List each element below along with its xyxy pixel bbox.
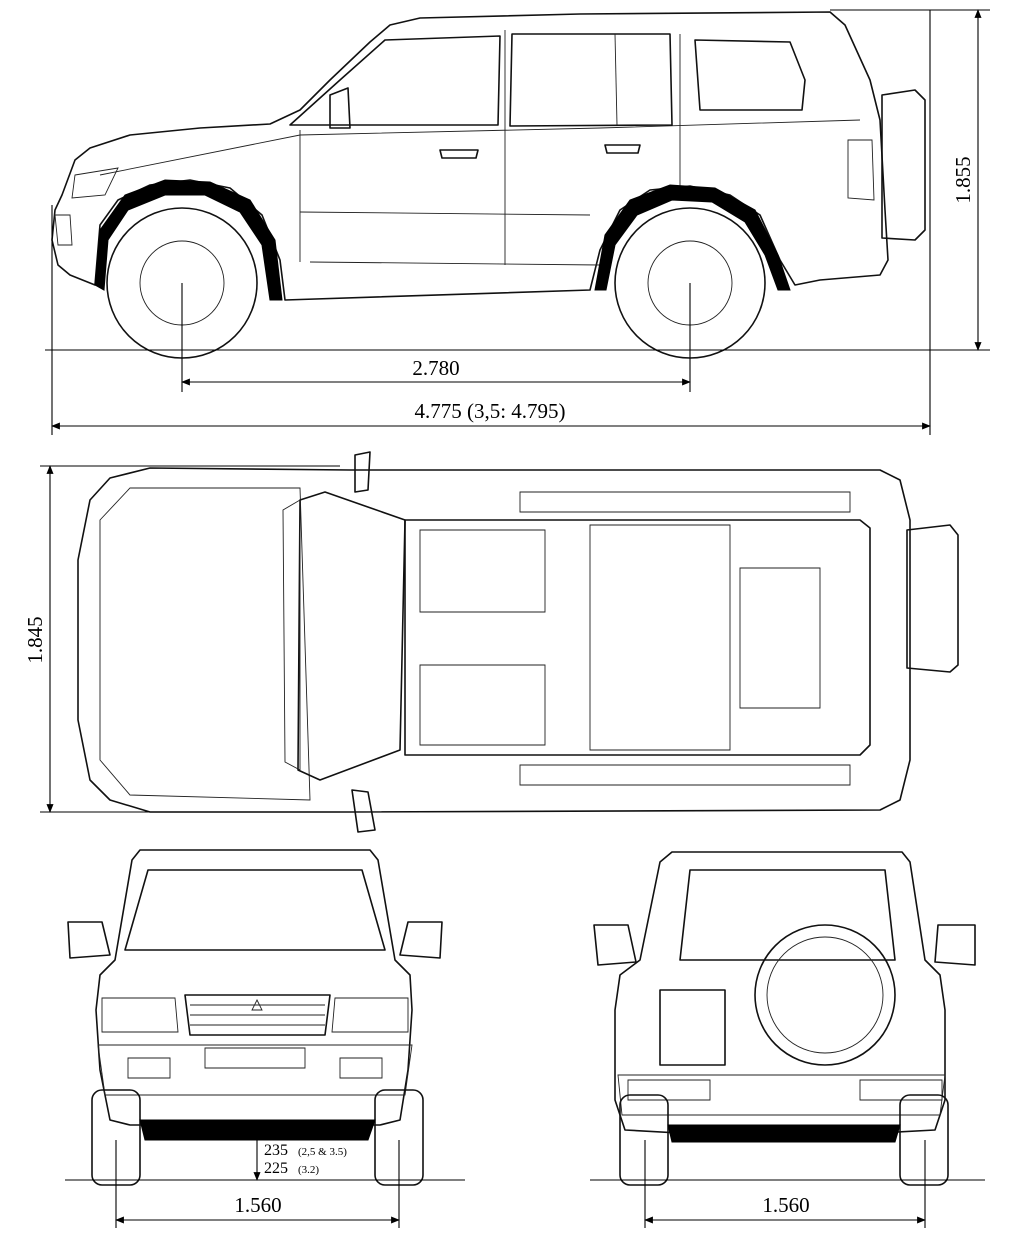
side-view: 1.855 2.780 4.775 (3,5: 4.795) xyxy=(45,9,990,435)
top-roof-rail-lower xyxy=(519,764,851,786)
side-rear-arch xyxy=(594,184,791,291)
front-mirror-left xyxy=(67,921,111,959)
rear-spare-rim xyxy=(766,936,884,1054)
front-headlight-left xyxy=(101,997,179,1033)
rear-window xyxy=(679,869,896,961)
side-mid-window xyxy=(509,33,673,127)
wheelbase-label: 2.780 xyxy=(412,356,459,380)
side-rear-window xyxy=(694,39,806,111)
side-beltline xyxy=(99,119,861,176)
front-emblem xyxy=(251,998,263,1011)
side-headlight xyxy=(71,167,119,199)
side-taillight xyxy=(847,139,875,201)
top-windshield xyxy=(297,491,406,781)
front-track-label: 1.560 xyxy=(234,1193,281,1217)
front-view: 235 (2,5 & 3.5) 225 (3.2) 1.560 xyxy=(65,849,465,1228)
side-body-outline xyxy=(51,11,889,301)
side-lower-line xyxy=(309,261,601,266)
ground-clearance-primary: 235 xyxy=(264,1142,288,1159)
front-underbody xyxy=(139,1119,376,1141)
front-headlight-right xyxy=(331,997,409,1033)
rear-tire-right xyxy=(899,1094,949,1186)
top-mirror-lower xyxy=(351,789,376,833)
side-spare-wheel xyxy=(881,89,926,241)
front-body-outline xyxy=(95,849,413,1126)
side-front-arch xyxy=(94,179,283,301)
front-foglamp-left xyxy=(127,1057,171,1079)
top-body-outline xyxy=(77,467,911,813)
rear-track-label: 1.560 xyxy=(762,1193,809,1217)
top-roof-rail-upper xyxy=(519,491,851,513)
side-front-bumper xyxy=(54,214,73,246)
height-label: 1.855 xyxy=(951,156,975,203)
top-mirror-upper xyxy=(354,451,371,493)
front-foglamp-right xyxy=(339,1057,383,1079)
side-door-handle-front xyxy=(439,149,479,159)
side-door-handle-rear xyxy=(604,144,641,154)
side-b-pillar xyxy=(614,33,618,126)
rear-taillight-left xyxy=(627,1079,711,1101)
rear-spare-wheel xyxy=(754,924,896,1066)
rear-license-area xyxy=(659,989,726,1066)
top-roof xyxy=(404,519,871,756)
top-spare-wheel xyxy=(906,524,959,673)
rear-bumper xyxy=(617,1074,946,1116)
front-mirror-right xyxy=(399,921,443,959)
top-seats-front xyxy=(419,529,546,746)
rear-underbody xyxy=(667,1124,901,1143)
top-seats-rear xyxy=(589,524,731,751)
side-front-window xyxy=(289,35,501,126)
top-wiper-area xyxy=(282,499,301,771)
ground-clearance-secondary-note: (3.2) xyxy=(298,1164,319,1176)
ground-clearance-secondary: 225 xyxy=(264,1160,288,1177)
side-front-door xyxy=(299,30,506,265)
front-license-plate xyxy=(204,1047,306,1069)
overall-length-label: 4.775 (3,5: 4.795) xyxy=(414,399,565,423)
top-hood xyxy=(99,487,311,801)
front-bumper xyxy=(97,1044,413,1096)
front-grille-bars xyxy=(190,1004,325,1026)
rear-tire-left xyxy=(619,1094,669,1186)
front-grille xyxy=(184,994,331,1036)
width-label: 1.845 xyxy=(23,616,47,663)
side-rocker-line xyxy=(299,211,591,216)
top-sunroof xyxy=(739,567,821,709)
front-windshield xyxy=(124,869,386,951)
rear-taillight-right xyxy=(859,1079,943,1101)
ground-clearance-primary-note: (2,5 & 3.5) xyxy=(298,1146,347,1158)
rear-mirror-right xyxy=(934,924,976,966)
top-view: 1.845 xyxy=(23,451,959,833)
rear-view: 1.560 xyxy=(590,851,985,1228)
rear-mirror-left xyxy=(593,924,637,966)
side-mirror xyxy=(329,87,351,129)
